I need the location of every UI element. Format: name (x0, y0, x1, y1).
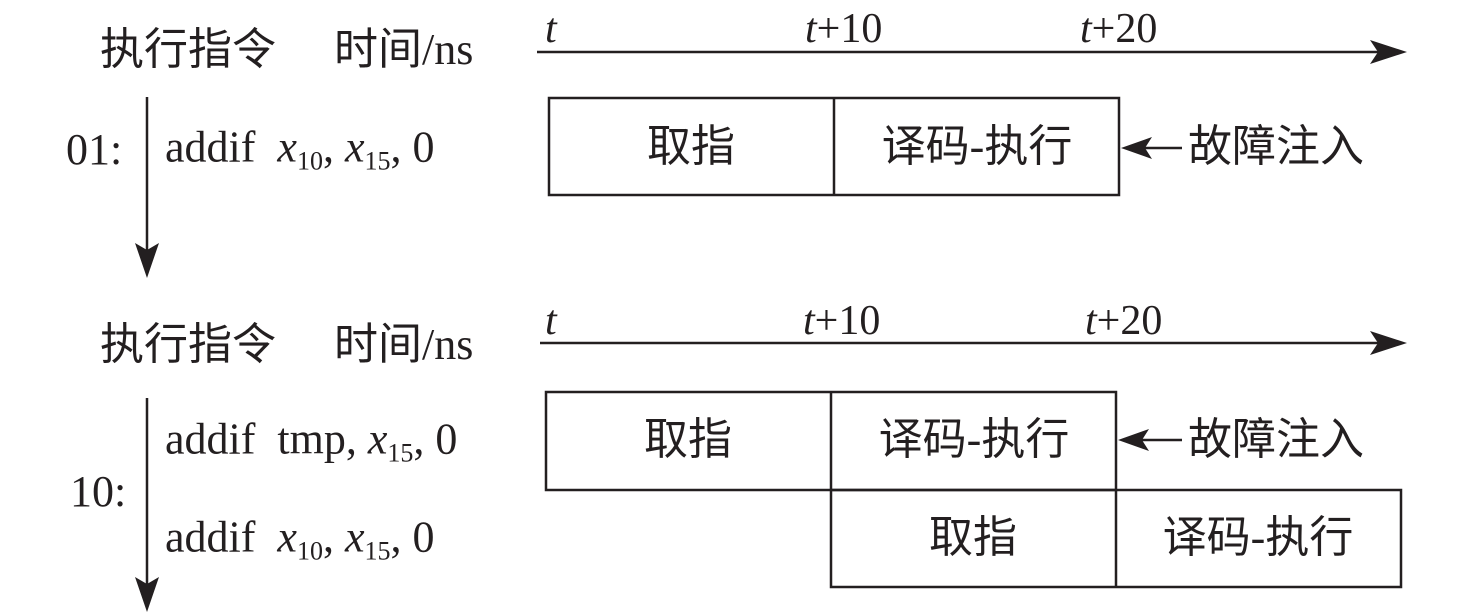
tick-offset: +10 (814, 298, 881, 344)
arrowhead-icon (135, 577, 159, 612)
tick-t20: t+20 (1080, 8, 1157, 50)
arrowhead-icon (1370, 40, 1407, 64)
operand: x (344, 122, 365, 172)
tick-t10: t+10 (805, 8, 882, 50)
operand: x (277, 122, 297, 172)
instruction: addif x10, x15, 0 (165, 512, 435, 566)
tick-t: t (545, 8, 557, 50)
instr-header: 执行指令 (100, 320, 276, 369)
opcode: addif (165, 512, 256, 562)
instruction: addif tmp, x15, 0 (165, 414, 458, 468)
fault-injection-label: 故障注入 (1188, 122, 1364, 171)
address-01: 01: (66, 125, 123, 174)
arrowhead-icon (135, 243, 159, 278)
immediate: 0 (412, 122, 435, 172)
time-header: 时间/ns (334, 25, 474, 74)
operand: x (367, 414, 388, 464)
subscript: 15 (387, 438, 414, 468)
subscript: 10 (296, 536, 323, 566)
tick-var: t (805, 6, 817, 52)
immediate: 0 (412, 512, 435, 562)
stage-fetch: 取指 (929, 513, 1017, 562)
stage-fetch: 取指 (644, 415, 732, 464)
tick-offset: +10 (816, 6, 883, 52)
stage-decode-exec: 译码-执行 (881, 122, 1073, 171)
subscript: 10 (296, 146, 323, 176)
address-10: 10: (70, 467, 127, 516)
arrowhead-icon (1370, 331, 1407, 355)
tick-offset: +20 (1091, 6, 1158, 52)
stage-decode-exec: 译码-执行 (1162, 513, 1354, 562)
arrowhead-icon (1121, 137, 1152, 159)
tick-t: t (545, 300, 557, 342)
tick-t20: t+20 (1085, 300, 1162, 342)
tick-label: t (545, 298, 557, 344)
fault-injection-label: 故障注入 (1188, 415, 1364, 464)
operand: tmp, (277, 414, 357, 464)
operand: x (277, 512, 297, 562)
tick-var: t (1080, 6, 1092, 52)
tick-var: t (1085, 298, 1097, 344)
stage-decode-exec: 译码-执行 (878, 415, 1070, 464)
subscript: 15 (364, 536, 391, 566)
tick-offset: +20 (1096, 298, 1163, 344)
immediate: 0 (435, 414, 458, 464)
tick-label: t (545, 6, 557, 52)
opcode: addif (165, 414, 256, 464)
operand: x (344, 512, 365, 562)
stage-fetch: 取指 (647, 122, 735, 171)
arrowhead-icon (1118, 429, 1149, 451)
instruction: addif x10, x15, 0 (165, 122, 435, 176)
subscript: 15 (364, 146, 391, 176)
opcode: addif (165, 122, 256, 172)
instr-header: 执行指令 (100, 25, 276, 74)
tick-var: t (803, 298, 815, 344)
time-header: 时间/ns (334, 320, 474, 369)
tick-t10: t+10 (803, 300, 880, 342)
